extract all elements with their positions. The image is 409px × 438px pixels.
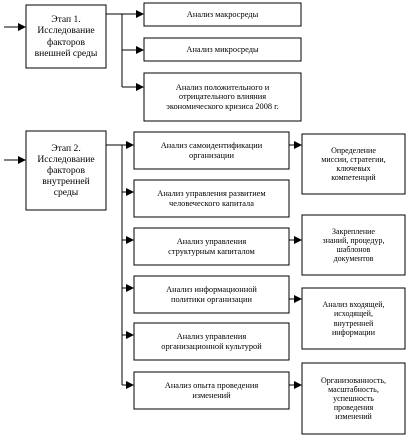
stage2-item-box-5	[133, 322, 290, 361]
stage2-item-box-2	[133, 179, 290, 218]
stage1-item-box-1	[143, 2, 302, 27]
result-box-2	[301, 214, 406, 276]
stage1-item-box-2	[143, 37, 302, 62]
stage2-item-box-6	[133, 371, 290, 410]
stage2-box	[25, 130, 107, 211]
result-box-4	[301, 362, 406, 435]
result-box-3	[301, 287, 406, 350]
stage2-item-box-4	[133, 275, 290, 314]
stage2-item-box-1	[133, 131, 290, 170]
result-box-1	[301, 133, 406, 195]
stage2-item-box-3	[133, 227, 290, 266]
stage1-box	[25, 4, 107, 69]
stage1-item-box-3	[143, 72, 302, 122]
